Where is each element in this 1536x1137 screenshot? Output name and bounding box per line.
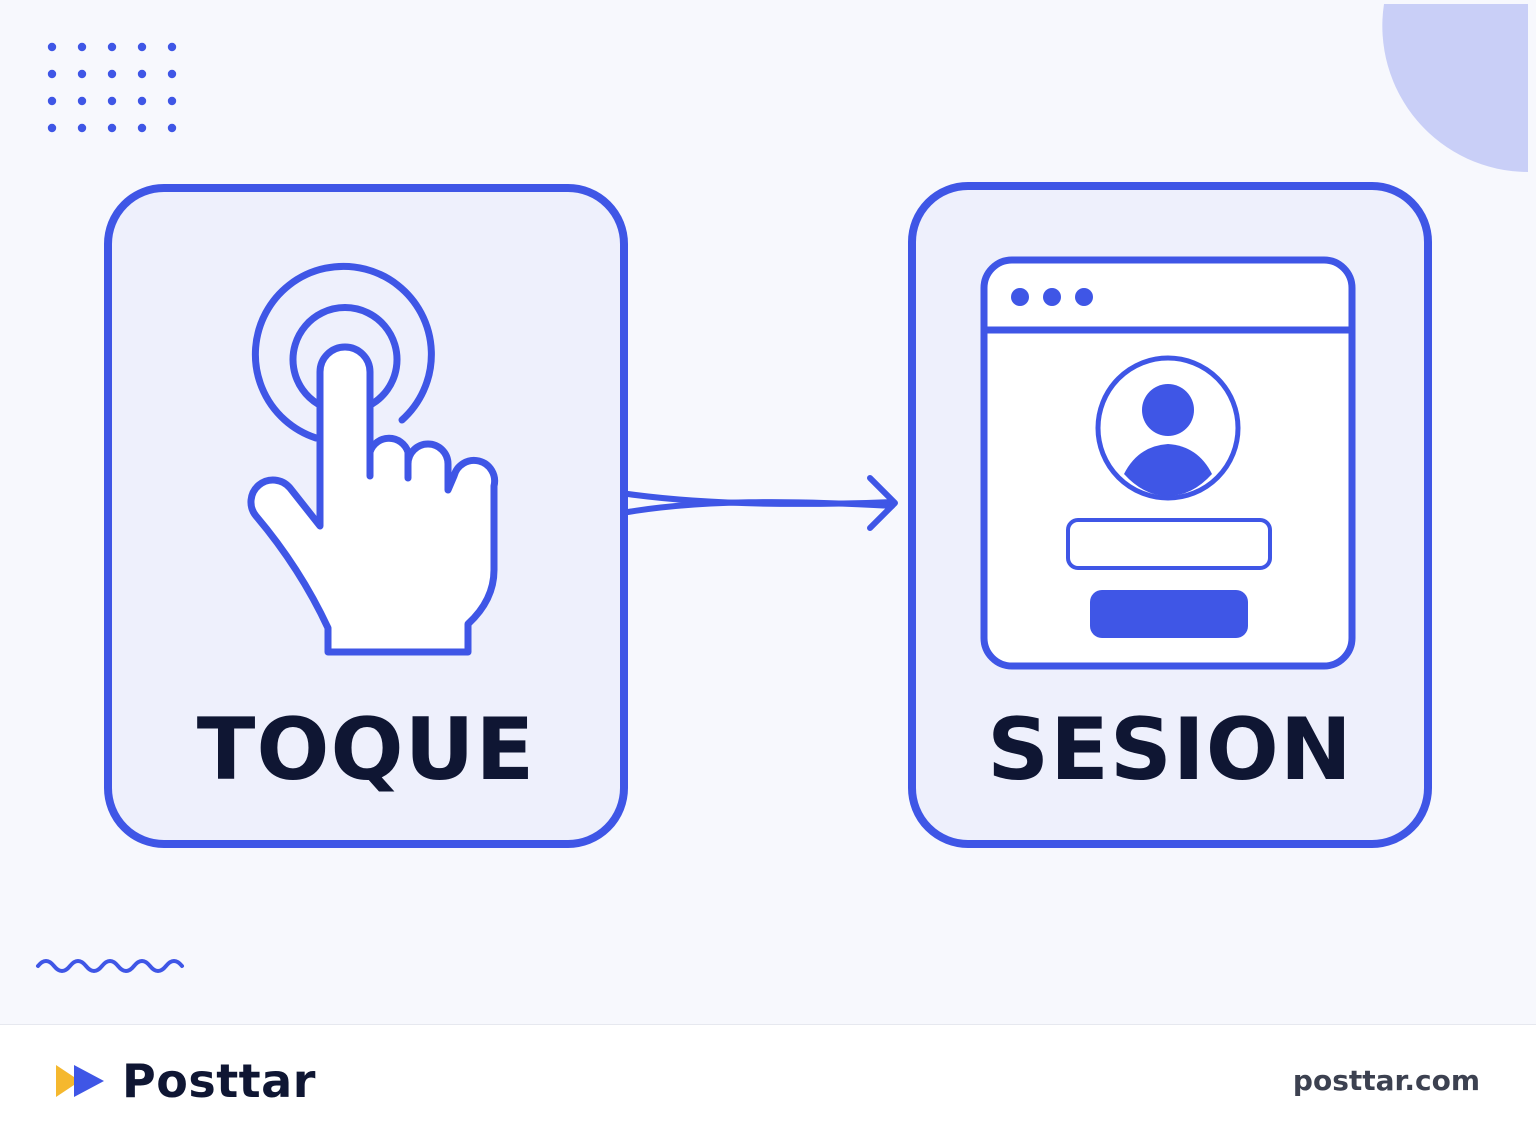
corner-shape-decoration [1382, 4, 1528, 172]
grid-dot [47, 69, 57, 79]
login-button-graphic [1090, 590, 1248, 638]
footer-bar: Posttar posttar.com [0, 1024, 1536, 1137]
dot-grid-decoration [47, 42, 177, 133]
tap-hand-icon [247, 262, 499, 656]
grid-dot [107, 123, 117, 133]
grid-dot [137, 123, 147, 133]
arrow-right-icon [625, 475, 898, 531]
grid-dot [107, 42, 117, 52]
step-label-tap: TOQUE [196, 700, 536, 800]
grid-dot [47, 96, 57, 106]
grid-dot [77, 123, 87, 133]
grid-dot [167, 96, 177, 106]
grid-dot [167, 42, 177, 52]
grid-dot [167, 123, 177, 133]
window-dot-icon [1043, 288, 1061, 306]
grid-dot [167, 69, 177, 79]
website-link[interactable]: posttar.com [1292, 1064, 1480, 1097]
login-window-icon [980, 256, 1356, 670]
step-label-session: SESION [987, 700, 1353, 800]
grid-dot [107, 96, 117, 106]
brand-logo-link[interactable]: Posttar [54, 1053, 316, 1109]
grid-dot [137, 42, 147, 52]
grid-dot [77, 69, 87, 79]
grid-dot [77, 96, 87, 106]
grid-dot [77, 42, 87, 52]
diagram-canvas: TOQUE SESION [36, 4, 1528, 973]
grid-dot [107, 69, 117, 79]
grid-dot [137, 96, 147, 106]
squiggle-decoration [36, 959, 184, 973]
window-dot-icon [1075, 288, 1093, 306]
grid-dot [47, 42, 57, 52]
play-logo-icon [56, 1065, 104, 1097]
user-avatar-icon [1095, 355, 1241, 501]
diagram-graphics [36, 4, 1528, 973]
username-field [1066, 518, 1272, 570]
grid-dot [47, 123, 57, 133]
brand-name: Posttar [122, 1054, 316, 1108]
window-dot-icon [1011, 288, 1029, 306]
grid-dot [137, 69, 147, 79]
